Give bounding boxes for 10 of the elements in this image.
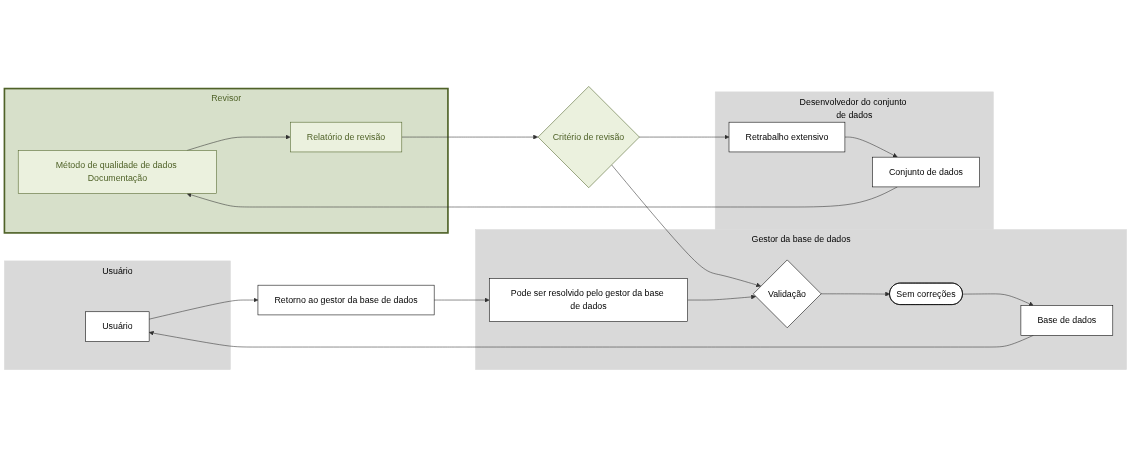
node-diamond: Validação — [753, 259, 822, 328]
node-box: Retrabalho extensivo — [728, 121, 846, 153]
node-box: Retorno ao gestor da base de dados — [257, 284, 435, 316]
node-box: Pode ser resolvido pelo gestor da base de dados — [489, 278, 688, 322]
node-diamond: Critério de revisão — [537, 86, 640, 188]
node-box: Conjunto de dados — [872, 156, 980, 188]
node-box: Usuário — [85, 311, 150, 342]
node-box: Relatório de revisão — [290, 121, 403, 153]
node-box: Método de qualidade de dados Documentação — [17, 150, 217, 194]
node-box: Base de dados — [1020, 305, 1114, 336]
